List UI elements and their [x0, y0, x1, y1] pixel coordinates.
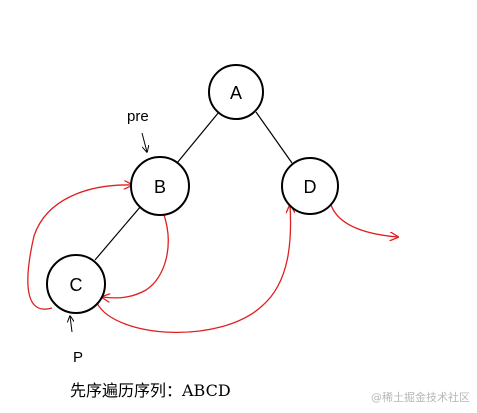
edge-b-c: [94, 205, 142, 261]
pre-label: pre: [127, 108, 149, 125]
node-a: A: [208, 64, 264, 120]
pre-pointer-arrow: [141, 132, 147, 152]
node-c: C: [46, 254, 106, 314]
preorder-caption: 先序遍历序列：ABCD: [70, 381, 231, 400]
edge-a-d: [255, 111, 293, 164]
p-label: P: [73, 349, 83, 366]
thread-c-to-d: [96, 205, 291, 334]
edge-a-b: [176, 111, 220, 164]
node-d-label: D: [304, 177, 317, 197]
node-d: D: [281, 157, 339, 215]
thread-c-to-b: [27, 185, 132, 310]
node-c-label: C: [70, 275, 83, 295]
p-pointer-arrow: [70, 316, 72, 333]
watermark-text: @稀土掘金技术社区: [371, 390, 470, 404]
node-a-label: A: [230, 83, 242, 103]
thread-d-to-next: [330, 204, 398, 237]
node-b-label: B: [154, 177, 166, 197]
thread-b-to-c: [102, 211, 169, 298]
node-b: B: [130, 156, 190, 216]
